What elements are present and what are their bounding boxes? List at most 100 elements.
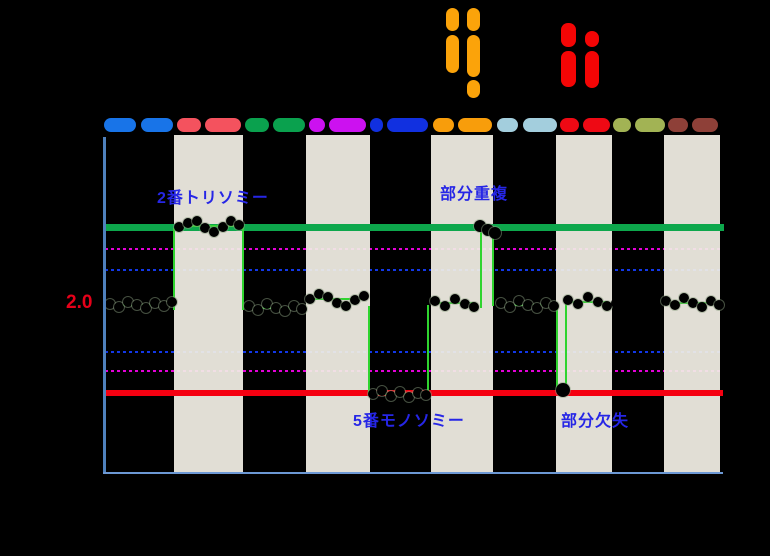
data-point-baseline-1 xyxy=(105,299,115,309)
chrbar-segment-chr3-2 xyxy=(273,118,305,132)
annotation-monosomy: 5番モノソミー xyxy=(353,413,465,430)
data-point-baseline-5 xyxy=(514,296,524,306)
data-point-baseline-6 xyxy=(573,299,583,309)
data-point-baseline-6 xyxy=(563,295,573,305)
chrbar-segment-chr5-1 xyxy=(370,118,383,132)
data-point-trisomy-chr2 xyxy=(234,220,244,230)
data-point-baseline-2 xyxy=(297,304,307,314)
data-point-baseline-7-hidden xyxy=(641,300,651,310)
data-point-baseline-5 xyxy=(532,303,542,313)
chrbar-segment-chr5-2 xyxy=(387,118,428,132)
data-point-baseline-4 xyxy=(460,299,470,309)
chrbar-segment-chr2-2 xyxy=(205,118,241,132)
reference-line-lower-magenta-dashed xyxy=(105,370,723,372)
data-point-trisomy-chr2 xyxy=(174,222,184,232)
y-axis-line xyxy=(103,137,106,474)
ideogram-chr6-pair-duplication-seg2 xyxy=(446,35,459,73)
chrbar-segment-chr10-2 xyxy=(692,118,718,132)
chrbar-segment-chr10-1 xyxy=(668,118,688,132)
data-point-baseline-5 xyxy=(505,302,515,312)
data-point-baseline-1 xyxy=(114,302,124,312)
data-point-trisomy-chr2 xyxy=(218,222,228,232)
data-point-baseline-8 xyxy=(679,293,689,303)
data-point-monosomy-chr5 xyxy=(404,392,414,402)
data-point-baseline-3 xyxy=(314,289,324,299)
data-point-baseline-3 xyxy=(332,298,342,308)
chrbar-segment-chr1-2 xyxy=(141,118,173,132)
data-point-baseline-1 xyxy=(123,297,133,307)
chrbar-segment-chr4-2 xyxy=(329,118,366,132)
data-point-trisomy-chr2 xyxy=(183,218,193,228)
chrbar-segment-chr6-1 xyxy=(433,118,454,132)
segment-transition-line xyxy=(556,305,558,390)
chrbar-segment-chr3-1 xyxy=(245,118,269,132)
data-point-baseline-4 xyxy=(440,301,450,311)
data-point-baseline-7-hidden xyxy=(621,301,631,311)
data-point-baseline-2 xyxy=(262,299,272,309)
segment-transition-line xyxy=(173,228,175,310)
chrbar-segment-chr6-2 xyxy=(458,118,492,132)
data-point-baseline-4 xyxy=(450,294,460,304)
x-axis-line xyxy=(103,472,723,474)
chrbar-segment-chr9-2 xyxy=(635,118,665,132)
segment-mean-line-baseline-6 xyxy=(568,301,607,303)
chrbar-segment-chr4-1 xyxy=(309,118,325,132)
data-point-baseline-4 xyxy=(469,302,479,312)
chrbar-segment-chr7-1 xyxy=(497,118,518,132)
data-point-baseline-2 xyxy=(244,301,254,311)
data-point-baseline-4 xyxy=(430,296,440,306)
segment-transition-line xyxy=(565,303,567,390)
data-point-baseline-3 xyxy=(323,292,333,302)
chrbar-segment-chr9-1 xyxy=(613,118,631,132)
data-point-baseline-2 xyxy=(289,301,299,311)
data-point-baseline-1 xyxy=(141,303,151,313)
plot-band-1 xyxy=(174,135,243,474)
annotation-trisomy: 2番トリソミー xyxy=(157,190,269,207)
data-point-trisomy-chr2 xyxy=(226,216,236,226)
data-point-baseline-1 xyxy=(159,301,169,311)
data-point-baseline-8 xyxy=(670,300,680,310)
ideogram-chr8-pair-deletion-seg1 xyxy=(561,23,576,47)
annotation-partial-deletion: 部分欠失 xyxy=(561,413,630,430)
ideogram-chr8-pair-deletion-seg4 xyxy=(585,51,599,88)
data-point-baseline-8 xyxy=(688,298,698,308)
data-point-baseline-7-hidden xyxy=(631,297,641,307)
data-point-baseline-5 xyxy=(549,301,559,311)
data-point-baseline-8 xyxy=(706,296,716,306)
data-point-baseline-6 xyxy=(593,297,603,307)
ideogram-chr6-pair-duplication-seg3 xyxy=(467,8,480,31)
data-point-baseline-2 xyxy=(280,306,290,316)
data-point-monosomy-chr5 xyxy=(421,390,431,400)
annotation-partial-duplication: 部分重複 xyxy=(440,186,509,203)
data-point-baseline-3 xyxy=(341,301,351,311)
data-point-baseline-8 xyxy=(714,300,724,310)
chrbar-segment-chr7-2 xyxy=(523,118,557,132)
reference-line-upper-magenta-dashed xyxy=(105,248,723,250)
segment-transition-line xyxy=(480,228,482,308)
data-point-baseline-1 xyxy=(167,297,177,307)
data-point-monosomy-chr5 xyxy=(413,388,423,398)
data-point-baseline-1 xyxy=(150,298,160,308)
reference-line-upper-blue-dashed xyxy=(105,269,723,271)
ideogram-chr6-pair-duplication-seg4 xyxy=(467,35,480,77)
chrbar-segment-chr8-1 xyxy=(560,118,579,132)
data-point-baseline-3 xyxy=(305,294,315,304)
data-point-baseline-2 xyxy=(271,303,281,313)
data-point-baseline-6 xyxy=(583,292,593,302)
data-point-baseline-5 xyxy=(523,300,533,310)
data-point-monosomy-chr5 xyxy=(368,389,378,399)
chrbar-segment-chr1-1 xyxy=(104,118,136,132)
data-point-trisomy-chr2 xyxy=(192,216,202,226)
y-axis-tick-2.0: 2.0 xyxy=(66,292,93,313)
ideogram-chr8-pair-deletion-seg2 xyxy=(561,51,576,87)
data-point-baseline-3 xyxy=(350,295,360,305)
ideogram-chr6-pair-duplication-seg1 xyxy=(446,8,459,31)
segment-transition-line xyxy=(242,226,244,310)
data-point-baseline-3 xyxy=(359,291,369,301)
data-point-baseline-6 xyxy=(602,301,612,311)
data-point-monosomy-chr5 xyxy=(386,391,396,401)
data-point-monosomy-chr5 xyxy=(377,386,387,396)
segment-transition-line xyxy=(492,232,494,306)
chrbar-segment-chr2-1 xyxy=(177,118,201,132)
